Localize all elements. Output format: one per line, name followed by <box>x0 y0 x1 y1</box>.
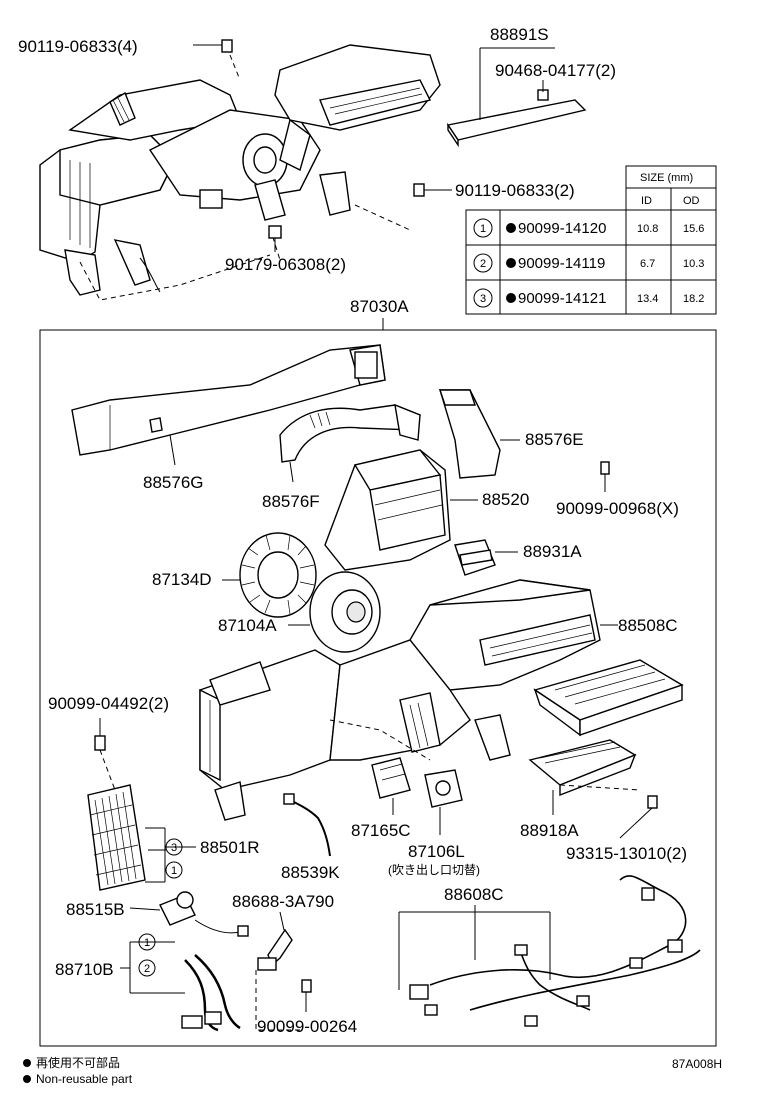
size-row-id: 6.7 <box>640 258 655 270</box>
callout-1: 1 <box>171 865 177 877</box>
label-88576E: 88576E <box>525 430 584 449</box>
exploded-view-frame <box>39 329 717 1047</box>
label-88891S: 88891S <box>490 25 549 44</box>
screw-90099-00968 <box>600 461 610 492</box>
label-88710B: 88710B <box>55 960 114 979</box>
part-87165C <box>371 757 411 815</box>
label-87134D: 87134D <box>152 570 212 589</box>
non-reusable-dot-icon <box>506 223 516 233</box>
legend-jp: 再使用不可部品 <box>36 1055 120 1070</box>
screw-90119-06833-4 <box>193 39 233 53</box>
label-87030A: 87030A <box>350 297 409 316</box>
heater-unit-body <box>199 639 511 821</box>
size-table-header: SIZE (mm) <box>640 172 693 184</box>
label-88931A: 88931A <box>523 542 582 561</box>
non-reusable-dot-icon <box>506 258 516 268</box>
label-90099-00264: 90099-00264 <box>257 1017 357 1036</box>
label-88515B: 88515B <box>66 900 125 919</box>
valve-88515B <box>129 891 249 937</box>
label-90099-00968-X: 90099-00968(X) <box>556 499 679 518</box>
legend-en: Non-reusable part <box>36 1072 133 1086</box>
motor-87104A <box>288 571 381 653</box>
label-88608C: 88608C <box>444 885 504 904</box>
callout-group-88501R: 3 1 <box>145 827 196 883</box>
label-90119-06833-2: 90119-06833(2) <box>455 181 575 200</box>
callout-1: 1 <box>144 937 150 949</box>
legend: 再使用不可部品 Non-reusable part <box>23 1055 133 1086</box>
nut-90179-06308-2 <box>268 225 282 252</box>
size-row-id: 10.8 <box>637 223 658 235</box>
label-87106L-note: (吹き出し口切替) <box>388 863 480 877</box>
size-row-part: 90099-14119 <box>518 255 605 272</box>
case-main-lower <box>409 579 618 691</box>
size-row-num: 2 <box>480 258 486 270</box>
duct-88576F <box>279 403 421 483</box>
size-row-od: 15.6 <box>683 223 704 235</box>
callout-3: 3 <box>171 842 177 854</box>
screw-90099-04492 <box>94 718 116 791</box>
label-88539K: 88539K <box>281 863 340 882</box>
label-90468-04177-2: 90468-04177(2) <box>495 61 616 80</box>
label-88918A: 88918A <box>520 821 579 840</box>
label-88501R: 88501R <box>200 838 260 857</box>
tray-88508C <box>533 659 684 737</box>
label-93315-13010-2: 93315-13010(2) <box>566 844 687 863</box>
non-reusable-dot-icon <box>23 1075 31 1083</box>
label-87165C: 87165C <box>351 821 411 840</box>
label-88688-3A790: 88688-3A790 <box>232 892 334 911</box>
sensor-88539K <box>283 793 331 857</box>
harness-88608C <box>398 875 701 1027</box>
label-90119-06833-4: 90119-06833(4) <box>18 37 138 56</box>
filter-88891S <box>446 47 587 148</box>
pipes-88710B: 1 2 <box>120 933 241 1032</box>
duct-88576E <box>439 389 520 479</box>
label-90099-04492-2: 90099-04492(2) <box>48 694 169 713</box>
size-row-part: 90099-14121 <box>518 290 606 307</box>
non-reusable-dot-icon <box>506 293 516 303</box>
label-88576G: 88576G <box>143 473 204 492</box>
size-row-od: 10.3 <box>683 258 704 270</box>
label-88576F: 88576F <box>262 492 320 511</box>
case-88520 <box>324 449 478 571</box>
fan-87134D <box>222 532 317 618</box>
screw-90119-06833-2 <box>413 183 452 197</box>
screw-93315-13010 <box>619 795 658 839</box>
actuator-87106L <box>424 769 463 835</box>
label-87106L: 87106L <box>408 842 465 861</box>
size-table-col-id: ID <box>641 195 652 207</box>
size-table: SIZE (mm) ID OD 1 90099-14120 10.8 15.6 … <box>465 165 717 315</box>
size-table-col-od: OD <box>683 195 700 207</box>
label-88508C: 88508C <box>618 616 678 635</box>
bracket-88688-3A790 <box>255 911 300 1031</box>
size-row-num: 3 <box>480 293 486 305</box>
label-90179-06308-2: 90179-06308(2) <box>225 255 346 274</box>
actuator-88931A <box>454 539 518 576</box>
size-row-part: 90099-14120 <box>518 220 606 237</box>
top-hvac-assembly <box>39 44 441 301</box>
non-reusable-dot-icon <box>23 1059 31 1067</box>
label-88520: 88520 <box>482 490 529 509</box>
size-row-od: 18.2 <box>683 293 704 305</box>
size-row-num: 1 <box>480 223 486 235</box>
evaporator-88501R <box>87 784 146 891</box>
size-row-id: 13.4 <box>637 293 658 305</box>
diagram-code: 87A008H <box>672 1057 722 1071</box>
duct-88576G <box>71 344 386 466</box>
part-88918A <box>528 739 641 815</box>
callout-2: 2 <box>144 963 150 975</box>
label-87104A: 87104A <box>218 616 277 635</box>
screw-90099-00264 <box>301 979 312 1012</box>
